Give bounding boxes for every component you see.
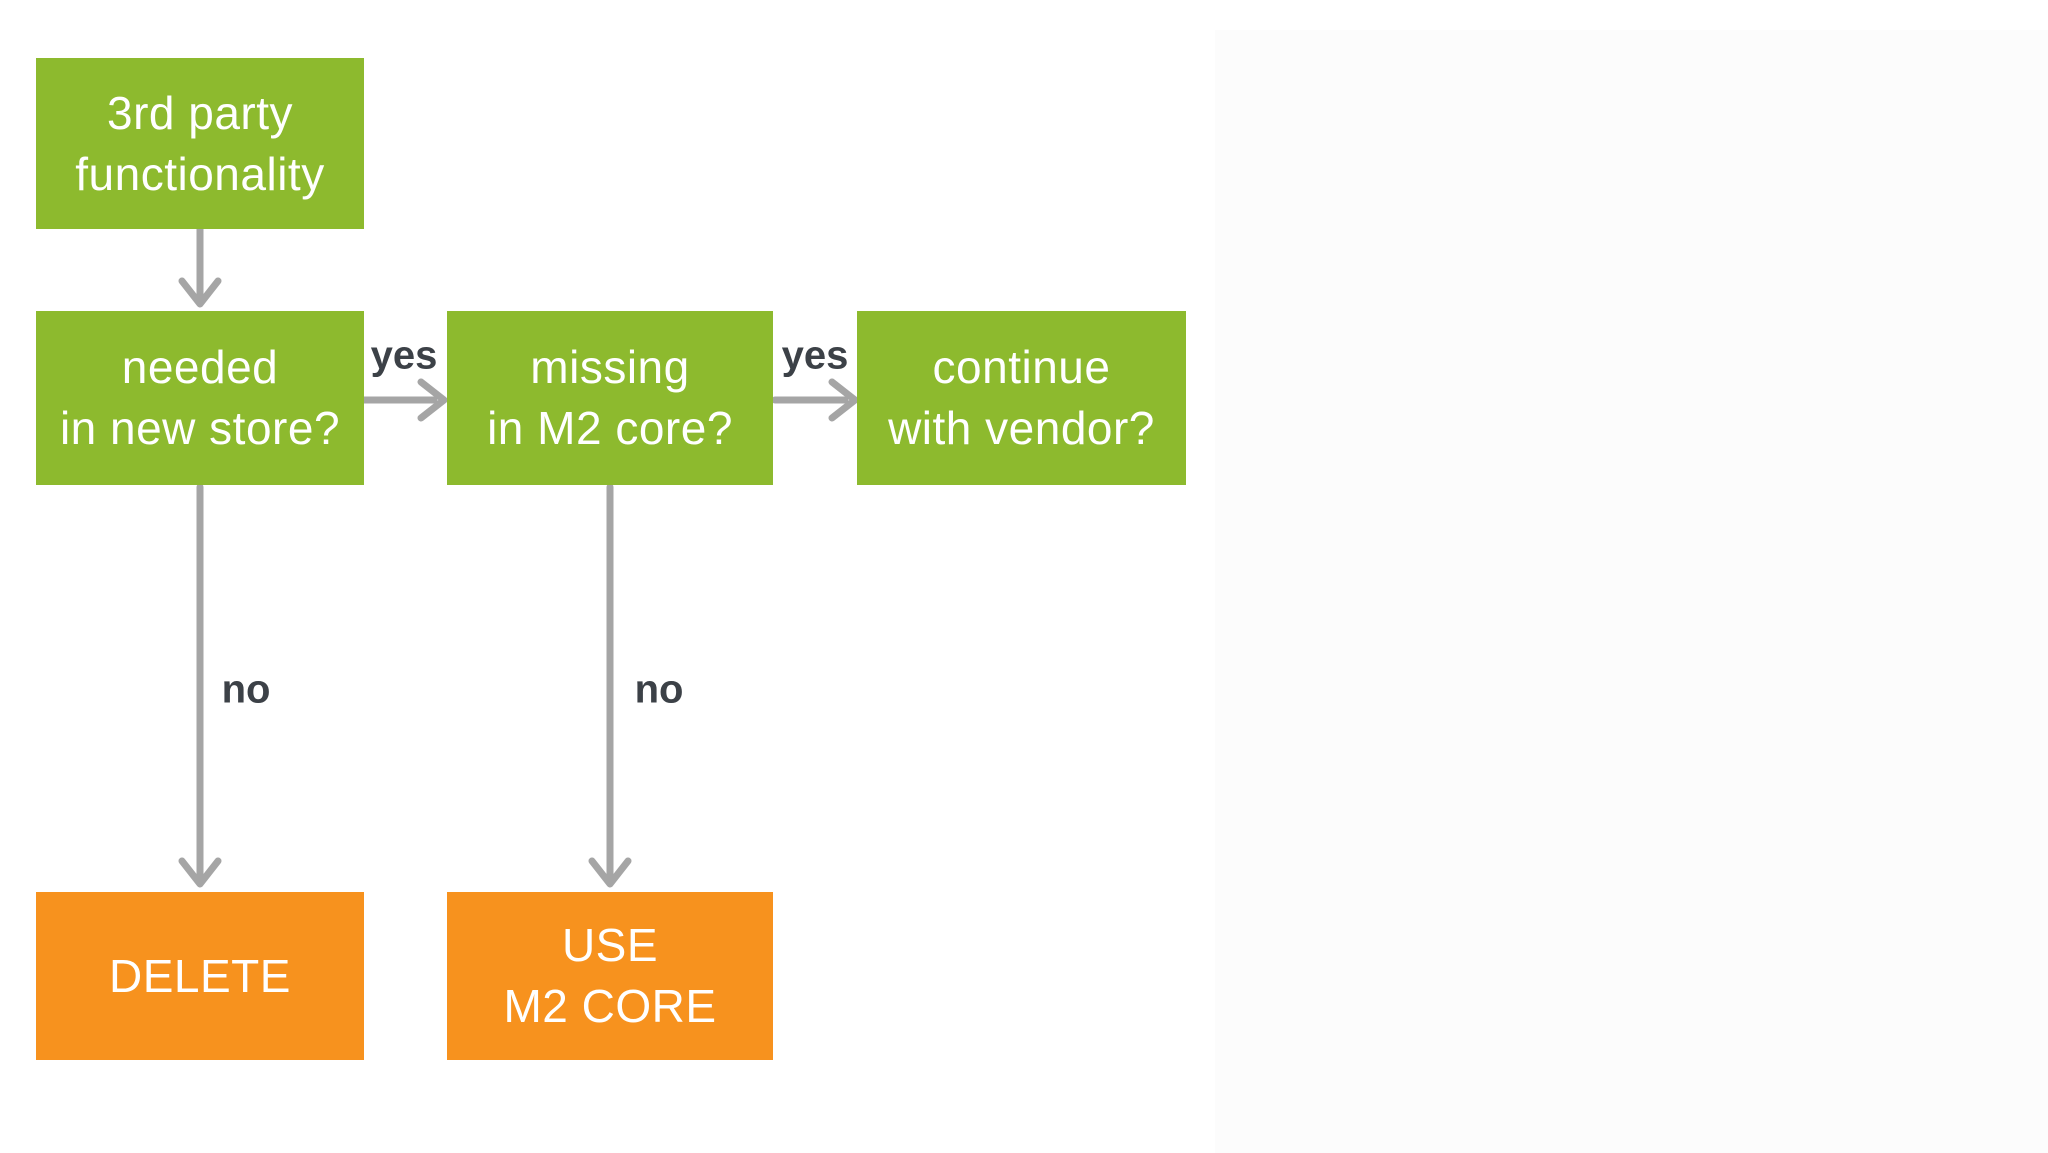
node-label-line: missing [530,341,690,393]
node-label-line: in M2 core? [487,402,733,454]
node-continue-with-vendor: continue with vendor? [857,311,1186,485]
edge-needed-to-missing-arrow [360,378,448,422]
node-label-line: DELETE [109,949,291,1002]
node-delete: DELETE [36,892,364,1060]
node-label-line: functionality [75,147,325,200]
node-label-line: needed [121,341,279,393]
node-label-line: USE [561,919,659,971]
node-use-m2-core: USE M2 CORE [447,892,773,1060]
edge-label-yes-missing-vendor: yes [781,333,849,378]
node-3rd-party-functionality: 3rd party functionality [36,58,364,229]
edge-missing-to-usecore-arrow [588,483,632,888]
edge-start-to-needed-arrow [178,225,222,308]
node-label-line: 3rd party [106,86,294,139]
node-label-line: in new store? [59,402,341,454]
edge-needed-to-delete-arrow [178,483,222,888]
node-needed-in-new-store: needed in new store? [36,311,364,485]
node-label-line: M2 CORE [503,980,717,1032]
edge-label-no-needed-delete: no [221,667,271,712]
node-label-line: continue [932,341,1111,393]
edge-missing-to-vendor-arrow [771,378,859,422]
edge-label-no-missing-usecore: no [634,667,684,712]
node-label-line: with vendor? [888,402,1155,454]
page-edge-tint [1215,30,2048,1153]
node-missing-in-m2-core: missing in M2 core? [447,311,773,485]
edge-label-yes-needed-missing: yes [370,333,438,378]
